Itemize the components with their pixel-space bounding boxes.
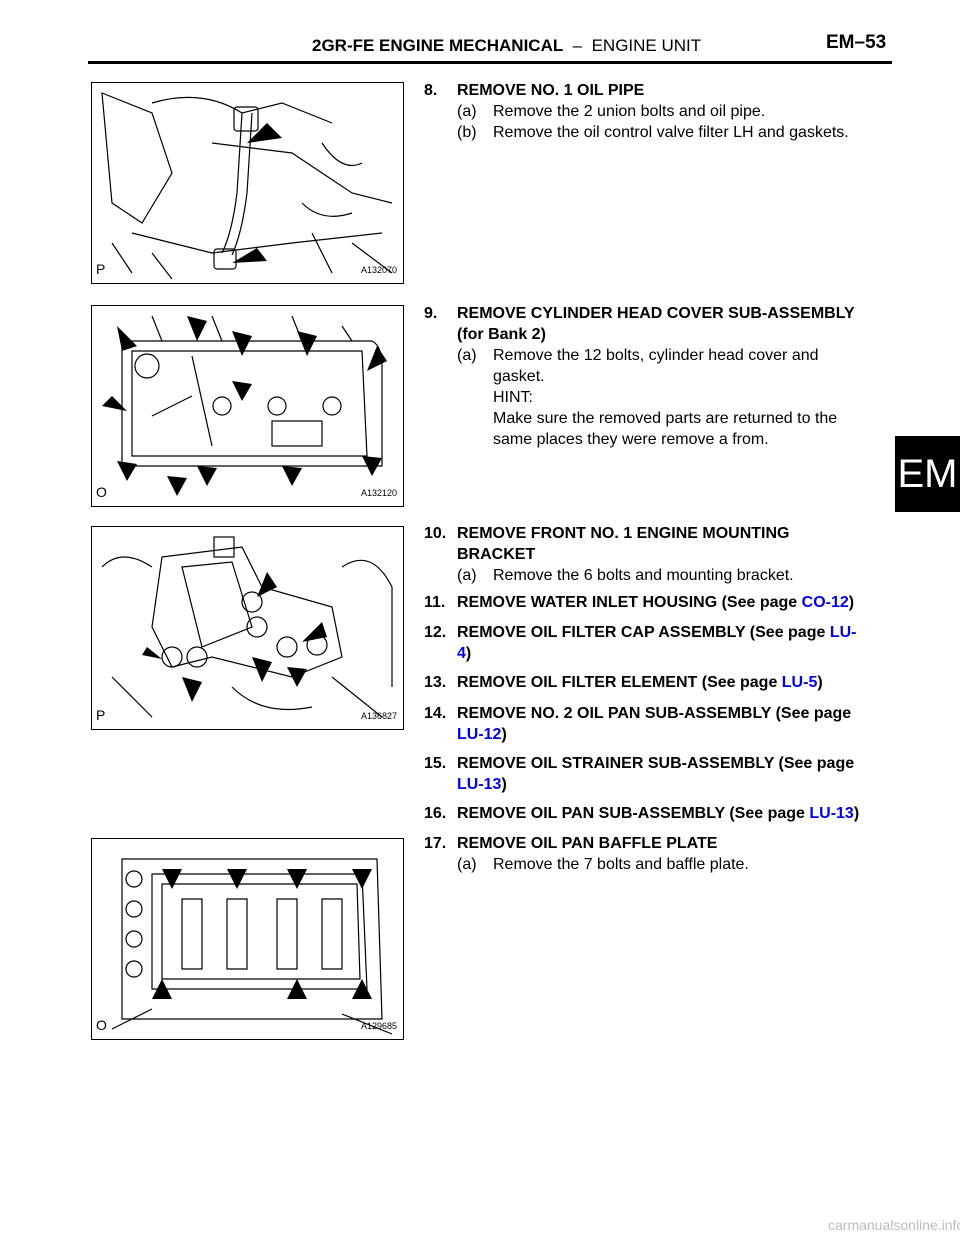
step-9: 9.REMOVE CYLINDER HEAD COVER SUB-ASSEMBL… <box>424 305 855 448</box>
step-substep: Remove the 12 bolts, cylinder head cover… <box>493 347 819 364</box>
step-16: 16.REMOVE OIL PAN SUB-ASSEMBLY (See page… <box>424 805 860 822</box>
section-tab: EM <box>895 436 960 512</box>
step-title: REMOVE CYLINDER HEAD COVER SUB-ASSEMBLY <box>457 305 855 322</box>
page-title: 2GR-FE ENGINE MECHANICAL – ENGINE UNIT <box>312 36 702 55</box>
figure-cylinder-head-cover: O A132120 <box>91 305 404 507</box>
baffle-plate-illustration <box>111 858 393 1035</box>
page-link-lu-5[interactable]: LU-5 <box>781 674 818 691</box>
figure-id: A136827 <box>360 711 397 721</box>
figure-code: P <box>96 707 106 723</box>
step-substep: Remove the 7 bolts and baffle plate. <box>493 856 749 873</box>
step-substep: Remove the 2 union bolts and oil pipe. <box>493 103 766 120</box>
page-link-lu-4[interactable]: LU- <box>829 624 857 641</box>
page-header: 2GR-FE ENGINE MECHANICAL – ENGINE UNIT E… <box>0 0 960 70</box>
figure-code: O <box>96 484 107 500</box>
section-title: 2GR-FE ENGINE MECHANICAL <box>312 36 564 55</box>
step-title: REMOVE FRONT NO. 1 ENGINE MOUNTING <box>457 525 790 542</box>
step-title-cont: (for Bank 2) <box>457 326 546 343</box>
step-11: 11.REMOVE WATER INLET HOUSING (See page … <box>424 594 855 611</box>
page-link-co-12[interactable]: CO-12 <box>801 594 849 611</box>
figure-id: A132120 <box>360 488 397 498</box>
page-link-lu-13[interactable]: LU-13 <box>457 776 502 793</box>
page-link-lu-4-cont[interactable]: 4 <box>457 645 466 662</box>
subsection-title: ENGINE UNIT <box>591 36 702 55</box>
step-17: 17.REMOVE OIL PAN BAFFLE PLATE (a)Remove… <box>424 835 749 873</box>
step-13: 13.REMOVE OIL FILTER ELEMENT (See page L… <box>424 674 823 691</box>
figure-id: A132070 <box>360 265 397 275</box>
hint-text: Make sure the removed parts are returned… <box>493 410 838 427</box>
figure-code: P <box>96 261 106 277</box>
mounting-bracket-illustration <box>101 536 393 718</box>
step-15: 15.REMOVE OIL STRAINER SUB-ASSEMBLY (See… <box>424 755 855 793</box>
figure-baffle-plate: O A129685 <box>91 838 404 1040</box>
oil-pipe-illustration <box>101 92 393 280</box>
step-title: REMOVE NO. 1 OIL PIPE <box>457 82 645 99</box>
figure-oil-pipe: P A132070 <box>91 82 404 284</box>
cylinder-head-cover-illustration <box>102 315 387 496</box>
page-link-lu-12[interactable]: LU-12 <box>457 726 502 743</box>
hint-label: HINT: <box>493 389 533 406</box>
watermark: carmanualsonline.info <box>828 1217 960 1233</box>
step-10: 10.REMOVE FRONT NO. 1 ENGINE MOUNTING BR… <box>424 525 794 584</box>
step-substep: Remove the 6 bolts and mounting bracket. <box>493 567 794 584</box>
step-title: REMOVE OIL PAN BAFFLE PLATE <box>457 835 718 852</box>
header-rule <box>88 61 892 64</box>
step-14: 14.REMOVE NO. 2 OIL PAN SUB-ASSEMBLY (Se… <box>424 705 852 743</box>
figure-mounting-bracket: P A136827 <box>91 526 404 730</box>
page-link-lu-13b[interactable]: LU-13 <box>809 805 854 822</box>
page-number: EM–53 <box>826 32 887 53</box>
figure-code: O <box>96 1017 107 1033</box>
step-12: 12.REMOVE OIL FILTER CAP ASSEMBLY (See p… <box>424 624 857 662</box>
step-8: 8.REMOVE NO. 1 OIL PIPE (a)Remove the 2 … <box>424 82 849 141</box>
step-substep: Remove the oil control valve filter LH a… <box>493 124 849 141</box>
figure-id: A129685 <box>360 1021 397 1031</box>
